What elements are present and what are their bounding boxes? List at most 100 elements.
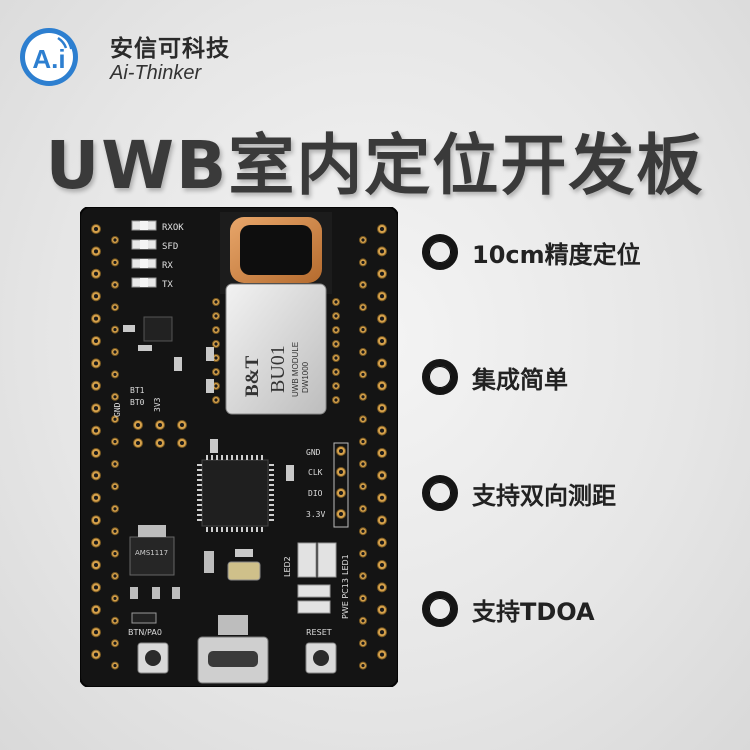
swd-label-3v3: 3.3V xyxy=(306,510,325,519)
mcu-pin xyxy=(197,494,202,496)
pin-hole xyxy=(361,529,365,533)
pin-hole xyxy=(113,440,117,444)
bullet-ring-icon xyxy=(422,359,458,395)
label-led1: LED1 xyxy=(341,554,350,575)
pin-hole xyxy=(93,338,99,344)
pin-hole xyxy=(113,260,117,264)
pin-hole xyxy=(113,664,117,668)
mcu-pin xyxy=(211,455,213,460)
pin-hole xyxy=(361,328,365,332)
button-label-left: BTN/PA0 xyxy=(128,628,162,637)
mcu-pin xyxy=(206,455,208,460)
uwb-module xyxy=(225,283,327,415)
pin-hole xyxy=(334,398,338,402)
mcu-pin xyxy=(261,527,263,532)
pin-hole xyxy=(179,422,185,428)
pin-hole xyxy=(379,294,385,299)
pin-hole xyxy=(361,507,365,511)
pin-hole xyxy=(334,384,338,388)
mcu-pin xyxy=(226,455,228,460)
module-pads xyxy=(212,298,340,404)
pin-hole xyxy=(379,383,385,388)
pin-hole xyxy=(361,395,365,399)
pin-hole xyxy=(338,469,344,475)
mcu-pin xyxy=(269,469,274,471)
mcu-pin xyxy=(197,519,202,521)
module-logo: B&T xyxy=(242,356,263,398)
pin-hole xyxy=(379,652,385,657)
mcu-pin xyxy=(269,509,274,511)
pin-hole xyxy=(361,350,365,354)
pin-hole xyxy=(113,305,117,309)
pin-hole xyxy=(93,540,99,545)
module-sub: UWB MODULE xyxy=(291,342,300,397)
pin-hole xyxy=(361,664,365,668)
pin-hole xyxy=(93,630,99,635)
mcu-pin xyxy=(246,527,248,532)
jumper-label-3v3: 3V3 xyxy=(153,397,162,412)
pin-hole xyxy=(113,395,117,399)
pin-hole xyxy=(379,249,385,254)
pin-hole xyxy=(379,271,385,276)
pin-hole xyxy=(379,361,385,366)
pin-hole xyxy=(379,495,385,500)
mcu-pin xyxy=(256,527,258,532)
boot-jumper-header xyxy=(133,420,187,448)
pin-hole xyxy=(93,450,99,456)
pin-hole xyxy=(214,370,218,374)
mcu-pins xyxy=(197,455,274,532)
pin-hole xyxy=(93,271,99,276)
mcu-pin xyxy=(236,455,238,460)
pin-hole xyxy=(361,619,365,623)
pin-hole xyxy=(93,361,99,366)
pin-hole xyxy=(113,619,117,623)
mcu-chip xyxy=(201,459,269,527)
pin-hole xyxy=(361,462,365,466)
left-pin-header-inner xyxy=(111,236,119,670)
pin-hole xyxy=(361,440,365,444)
mcu-pin xyxy=(221,455,223,460)
feature-item-tdoa: 支持TDOA xyxy=(422,589,595,629)
feature-text: 支持双向测距 xyxy=(472,481,616,510)
pin-hole xyxy=(179,440,185,446)
bullet-ring-icon xyxy=(422,475,458,511)
mcu-pin xyxy=(197,499,202,501)
pin-hole xyxy=(113,283,117,287)
pin-hole xyxy=(338,511,344,517)
pin-hole xyxy=(93,652,99,657)
swd-header xyxy=(336,446,346,519)
label-led2: LED2 xyxy=(283,556,292,577)
pin-hole xyxy=(214,328,218,332)
mcu-pin xyxy=(236,527,238,532)
mcu-pin xyxy=(251,527,253,532)
mcu-pin xyxy=(269,489,274,491)
feature-text: 集成简单 xyxy=(472,365,568,394)
pin-hole xyxy=(379,562,385,568)
logo-text: A.i xyxy=(32,44,65,74)
pin-hole xyxy=(361,260,365,264)
pin-hole xyxy=(334,300,338,304)
pin-hole xyxy=(157,422,163,428)
led-label-tx: TX xyxy=(162,280,173,290)
pin-hole xyxy=(361,574,365,578)
pin-hole xyxy=(334,314,338,318)
mcu-pin xyxy=(197,504,202,506)
swd-label-gnd: GND xyxy=(306,448,321,457)
pin-hole xyxy=(93,406,99,411)
pin-hole xyxy=(93,495,99,500)
pin-hole xyxy=(113,484,117,488)
module-name: BU01 xyxy=(267,345,289,393)
mcu-pin xyxy=(251,455,253,460)
mcu-pin xyxy=(197,489,202,491)
mcu-pin xyxy=(197,479,202,481)
pin-hole xyxy=(93,428,99,433)
pin-hole xyxy=(113,238,117,242)
pin-hole xyxy=(379,607,385,612)
module-chip: DW1000 xyxy=(301,361,310,393)
regulator-label: AMS1117 xyxy=(135,549,168,557)
jumper-label-bt1: BT1 xyxy=(130,386,145,395)
pin-hole xyxy=(338,490,344,496)
right-pin-header xyxy=(377,224,387,660)
pin-hole xyxy=(113,372,117,376)
mcu-pin xyxy=(197,484,202,486)
